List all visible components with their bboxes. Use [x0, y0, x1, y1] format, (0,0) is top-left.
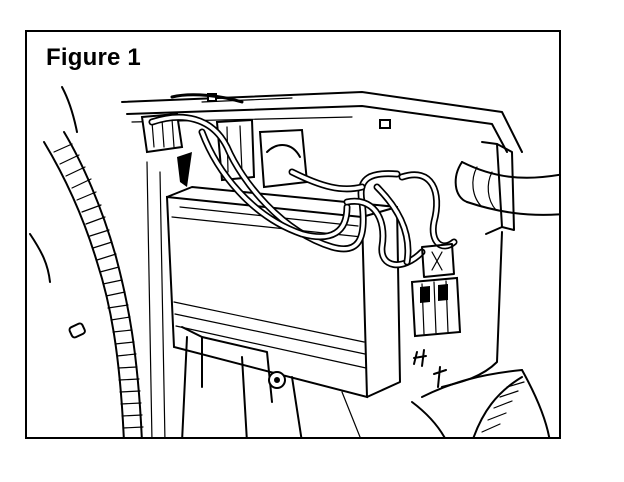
left-body-panel [29, 86, 166, 437]
lower-bracket [181, 336, 361, 437]
figure-label: Figure 1 [46, 44, 141, 71]
right-harness-sleeve [454, 141, 559, 235]
right-connector-block [410, 243, 462, 388]
right-body-panel [411, 231, 551, 437]
left-corrugated-harness [43, 131, 144, 437]
figure-frame [25, 30, 561, 439]
upper-bracket [121, 91, 523, 153]
line-drawing-engine-bay [29, 86, 559, 437]
